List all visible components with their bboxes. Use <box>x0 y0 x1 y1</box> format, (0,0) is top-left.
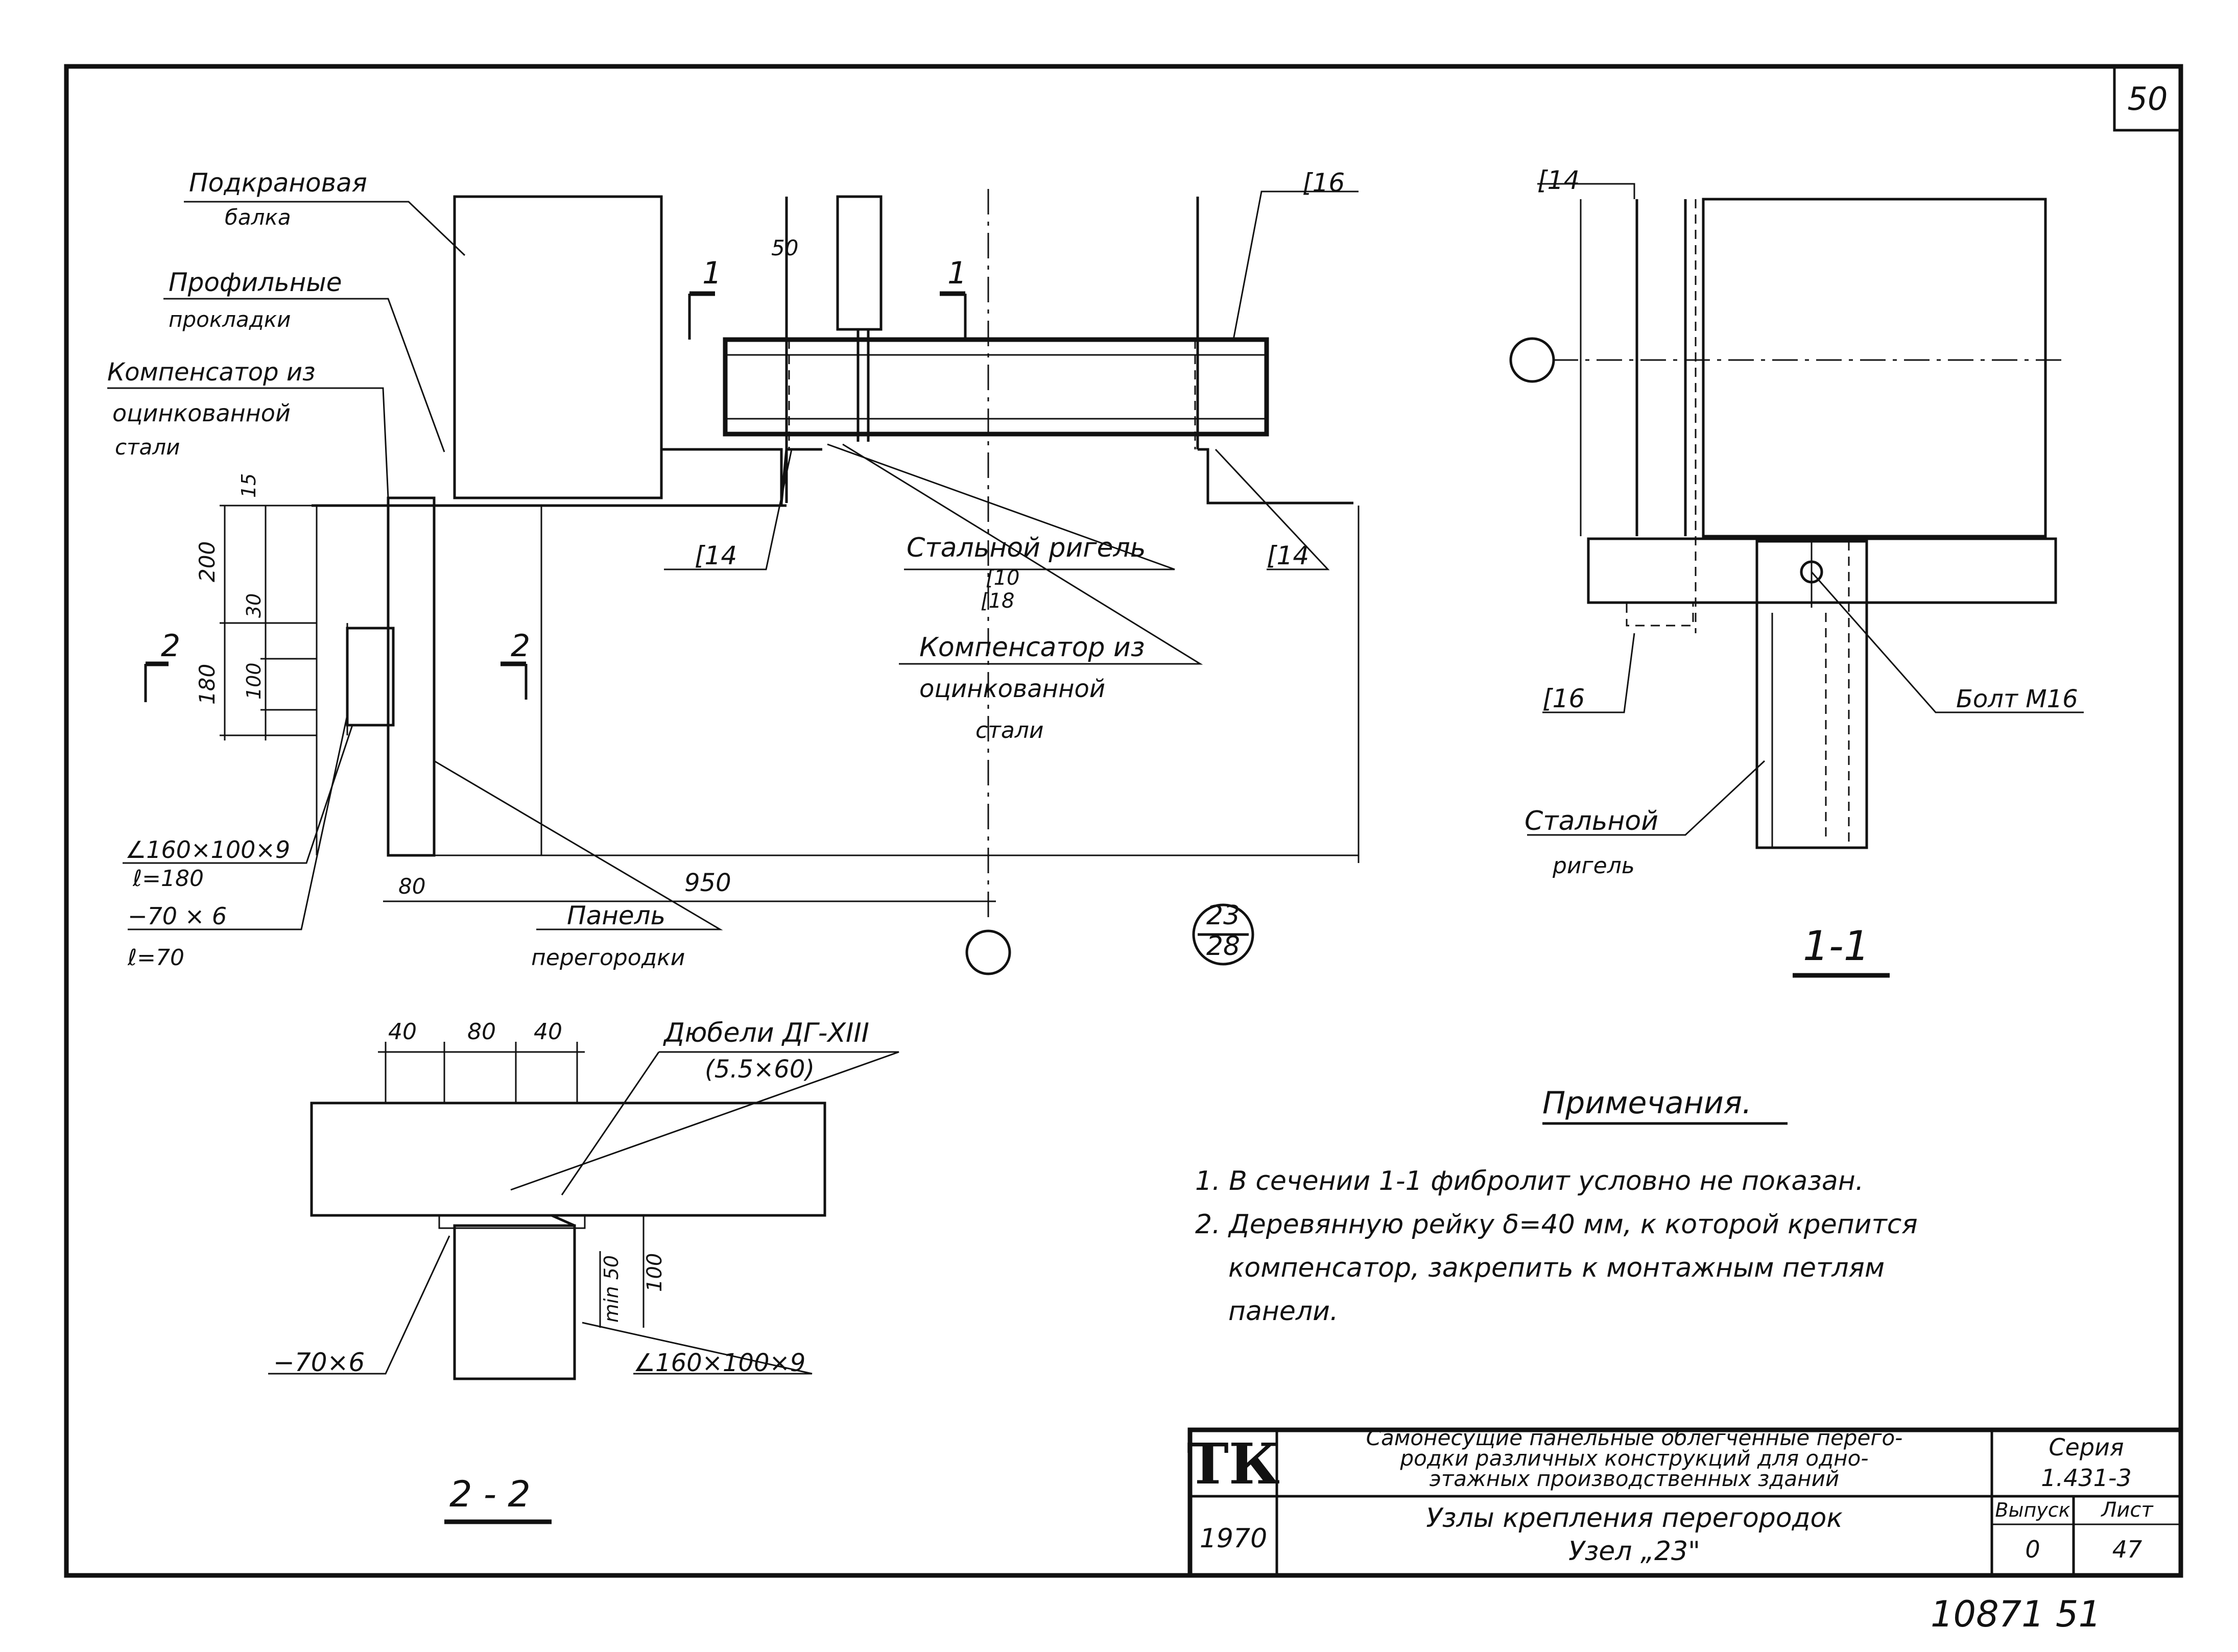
note-1: 1. В сечении 1-1 фибролит условно не пок… <box>1195 1166 1864 1196</box>
label-crane-beam-1: Подкрановая <box>189 168 367 198</box>
axis-circle-main <box>965 929 1011 975</box>
label-c14-right: [14 <box>1267 541 1309 570</box>
section-1-1 <box>1509 183 2084 978</box>
label-rigel-size-2: [18 <box>981 589 1015 613</box>
tb-description-2: родки различных конструкций для одно- <box>1400 1446 1869 1471</box>
tb-description-3: этажных производственных зданий <box>1430 1466 1839 1491</box>
section-mark-2-right: 2 <box>511 628 530 664</box>
notes-heading: Примечания. <box>1542 1085 1752 1121</box>
label-angle-left-1: ∠160×100×9 <box>125 836 290 864</box>
sheet-number-box <box>2113 65 2182 132</box>
s22-plate: −70×6 <box>273 1348 365 1377</box>
dim-50-top: 50 <box>771 235 798 260</box>
label-plate-left-1: −70 × 6 <box>128 902 227 930</box>
label-angle-left-2: ℓ=180 <box>132 866 204 892</box>
node-ref-top: 23 <box>1206 900 1240 931</box>
label-panel-1: Панель <box>567 901 665 930</box>
section-mark-1-right: 1 <box>947 255 967 291</box>
s11-label-c14: [14 <box>1537 165 1580 195</box>
tb-series-value: 1.431-3 <box>2041 1464 2132 1492</box>
dim-15: 15 <box>237 473 260 498</box>
s11-label-bolt: Болт М16 <box>1956 685 2078 713</box>
label-compensator-left-3: стали <box>115 435 180 460</box>
node-ref-bottom: 28 <box>1206 931 1240 962</box>
note-4: панели. <box>1228 1296 1338 1327</box>
label-steel-rigel: Стальной ригель <box>907 533 1146 563</box>
tb-sheet-value: 47 <box>2112 1536 2142 1563</box>
s11-label-c16: [16 <box>1542 684 1585 713</box>
dim-30: 30 <box>243 593 265 618</box>
sheet-number: 50 <box>2128 80 2168 117</box>
tb-series-label: Серия <box>2049 1433 2124 1461</box>
stamp-number: 10871 51 <box>1931 1593 2101 1635</box>
note-3: компенсатор, закрепить к монтажным петля… <box>1228 1253 1885 1283</box>
label-profile-pads-1: Профильные <box>169 268 342 297</box>
s11-base-channel <box>1587 537 2057 604</box>
s22-dim-40-left: 40 <box>388 1019 417 1045</box>
label-c14-left: [14 <box>695 541 737 570</box>
angle-bracket <box>346 627 395 727</box>
s22-title: 2 - 2 <box>449 1473 531 1515</box>
tb-year: 1970 <box>1200 1523 1267 1554</box>
label-compensator-mid-2: оцинкованной <box>919 675 1105 703</box>
s11-title: 1-1 <box>1803 922 1870 970</box>
s22-panel <box>453 1224 576 1380</box>
label-rigel-size-1: [10 <box>986 566 1020 590</box>
partition-panel <box>387 496 436 857</box>
main-view <box>107 189 1360 975</box>
tb-sheet-title-1: Узлы крепления перегородок <box>1426 1503 1843 1534</box>
dim-950: 950 <box>684 869 731 897</box>
tb-sheet-label: Лист <box>2100 1498 2154 1522</box>
title-block: ТК 1970 Самонесущие панельные облегченны… <box>1187 1425 2183 1578</box>
s11-axis-circle <box>1509 337 1555 383</box>
channel-c16 <box>723 337 1269 437</box>
note-2: 2. Деревянную рейку δ=40 мм, к которой к… <box>1195 1209 1918 1240</box>
label-profile-pads-2: прокладки <box>169 307 291 332</box>
s11-label-rigel-2: ригель <box>1552 853 1635 879</box>
dim-180: 180 <box>195 664 220 705</box>
node-ref-circle <box>1192 903 1254 966</box>
dim-80: 80 <box>398 874 425 899</box>
tb-issue-label: Выпуск <box>1995 1499 2070 1521</box>
s22-dowels-1: Дюбели ДГ-XIII <box>663 1018 869 1048</box>
s11-concrete <box>1702 198 2047 538</box>
section-2-2 <box>268 1042 899 1524</box>
s22-dim-80: 80 <box>467 1019 496 1045</box>
s22-angle: ∠160×100×9 <box>633 1349 805 1377</box>
label-compensator-mid-3: стали <box>975 717 1044 744</box>
sheet-frame <box>64 64 2183 1578</box>
section-1-1-labels: [14 [16 Болт М16 Стальной ригель 1-1 <box>1525 165 2078 970</box>
label-compensator-left-2: оцинкованной <box>112 399 291 427</box>
s11-label-rigel-1: Стальной <box>1525 806 1658 836</box>
s22-dowels-2: (5.5×60) <box>705 1055 815 1084</box>
tb-sheet-title-2: Узел „23" <box>1568 1536 1700 1567</box>
tb-issue-value: 0 <box>2025 1536 2040 1563</box>
section-2-2-labels: 40 80 40 Дюбели ДГ-XIII (5.5×60) 100 min… <box>273 1018 869 1515</box>
main-view-labels: Подкрановая балка Профильные прокладки К… <box>107 168 1345 971</box>
s22-slab <box>310 1102 826 1217</box>
label-c16-top: [16 <box>1302 168 1345 198</box>
s22-dim-100: 100 <box>643 1253 666 1292</box>
notes: Примечания. 1. В сечении 1-1 фибролит ус… <box>1195 1085 1918 1327</box>
label-compensator-mid-1: Компенсатор из <box>919 632 1145 663</box>
s22-dim-40-right: 40 <box>534 1019 562 1045</box>
label-compensator-left-1: Компенсатор из <box>107 358 316 387</box>
dim-100: 100 <box>243 662 265 700</box>
label-panel-2: перегородки <box>531 945 685 971</box>
label-crane-beam-2: балка <box>225 205 291 230</box>
section-mark-1-left: 1 <box>702 255 722 291</box>
section-mark-2-left: 2 <box>161 628 180 664</box>
label-plate-left-2: ℓ=70 <box>127 945 184 971</box>
tb-description-1: Самонесущие панельные облегченные перего… <box>1366 1425 1903 1450</box>
rigel-column <box>836 195 883 331</box>
dim-200: 200 <box>195 541 220 582</box>
tk-logo: ТК <box>1187 1431 1280 1497</box>
crane-beam-wall <box>453 195 663 499</box>
s22-dim-min50: min 50 <box>600 1255 623 1323</box>
